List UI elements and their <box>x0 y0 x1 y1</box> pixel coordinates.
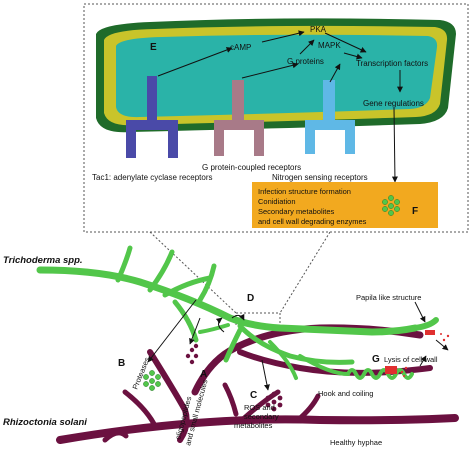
nitrogen-receptor <box>305 80 355 154</box>
lysis-label: Lysis of cell wall <box>384 355 438 364</box>
healthy-label: Healthy hyphae <box>330 438 382 447</box>
panel-label-c: C <box>250 390 257 401</box>
panel-label-b: B <box>118 358 125 369</box>
pka-label: PKA <box>310 25 327 34</box>
tac1-label: Tac1: adenylate cyclase receptors <box>92 173 213 182</box>
proteases-label: Proteases <box>131 356 152 391</box>
outcome-line-3: Secondary metabolites <box>258 207 335 216</box>
interaction-arrows <box>147 299 449 391</box>
outcome-line-4: and cell wall degrading enzymes <box>258 217 367 226</box>
panel-label-f: F <box>412 206 418 217</box>
panel-label-d: D <box>247 293 254 304</box>
ros-molecules <box>265 391 283 412</box>
lysis-marks <box>385 330 450 377</box>
outcome-line-1: Infection structure formation <box>258 187 351 196</box>
spore-cluster-icon <box>382 195 400 216</box>
zoom-box <box>83 3 469 233</box>
rhizoctonia-label: Rhizoctonia solani <box>3 417 87 428</box>
panel-label-e: E <box>150 42 157 53</box>
transcription-factors-label: Transcription factors <box>356 59 428 68</box>
outcome-line-2: Conidiation <box>258 197 296 206</box>
signalling-arrows <box>157 30 403 183</box>
mapk-label: MAPK <box>318 41 341 50</box>
hook-label: Hook and coiling <box>318 389 373 398</box>
gene-regulations-label: Gene regulations <box>363 99 424 108</box>
tac1-receptor <box>126 76 178 158</box>
trichoderma-hyphae <box>36 245 439 380</box>
coiling-hypha <box>298 354 414 380</box>
panel-label-a: A <box>200 369 207 380</box>
gpcr-receptor <box>214 80 264 156</box>
g-proteins-label: G proteins <box>287 57 324 66</box>
protease-molecules <box>143 370 161 391</box>
oligopeptide-molecules <box>185 343 199 365</box>
papila-label: Papila like structure <box>356 293 421 302</box>
nitrogen-label: Nitrogen sensing receptors <box>272 173 368 182</box>
zoom-line-right <box>279 231 331 314</box>
panel-label-g: G <box>372 354 380 365</box>
gpcr-label: G protein-coupled receptors <box>202 163 301 172</box>
trichoderma-label: Trichoderma spp. <box>3 255 83 266</box>
ros-label-2: secondary <box>244 412 279 421</box>
camp-label: cAMP <box>230 43 251 52</box>
ros-label-3: metabolites <box>234 421 273 430</box>
ros-label-1: ROS and <box>244 403 275 412</box>
outcome-box <box>252 182 438 228</box>
